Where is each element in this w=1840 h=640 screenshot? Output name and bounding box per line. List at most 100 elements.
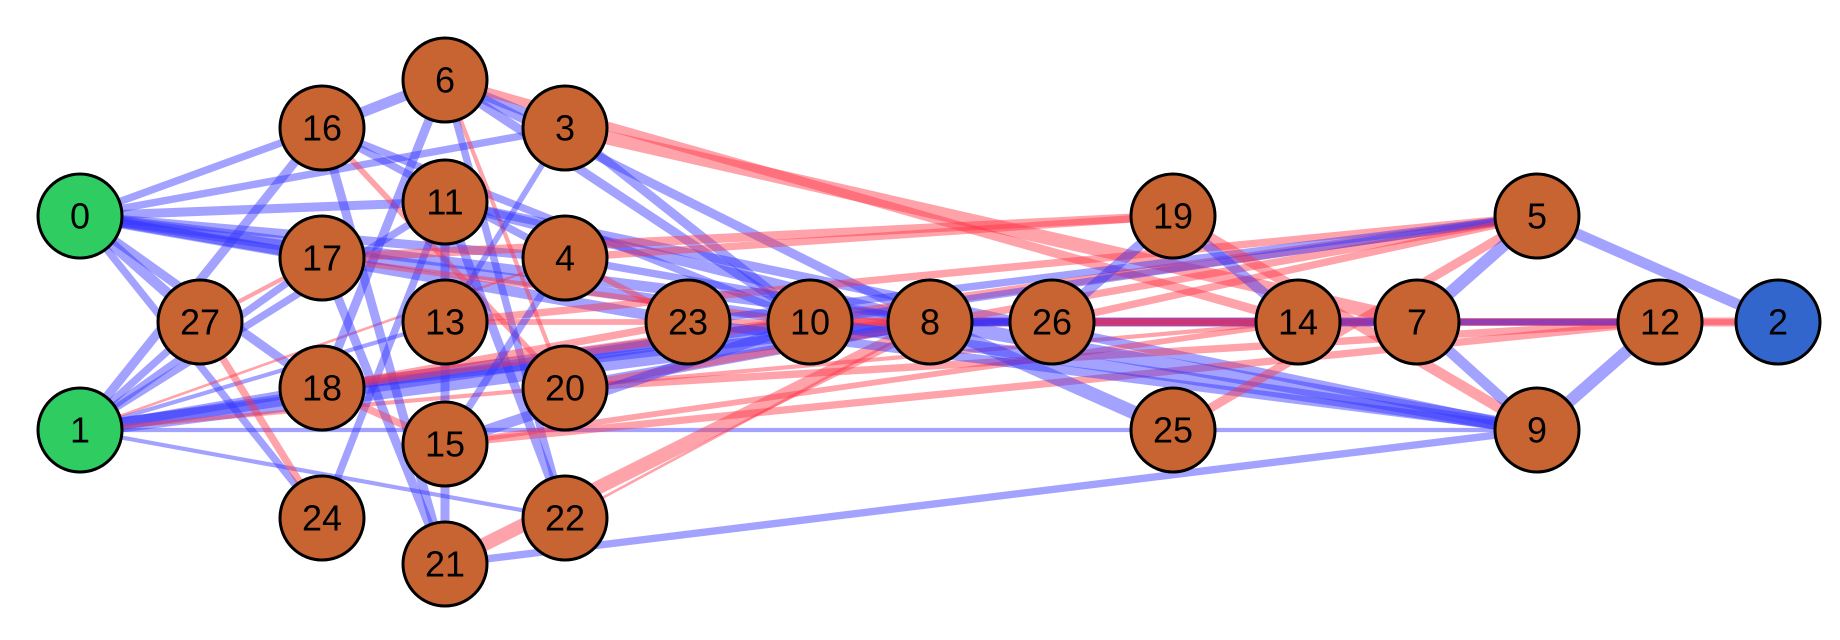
- edge-22-8: [564, 320, 931, 520]
- edge-8-25: [927, 315, 1176, 437]
- edge-1-22: [79, 427, 566, 521]
- edge-5-2: [1534, 211, 1781, 327]
- node-circle-4: [521, 214, 609, 302]
- node-label-14: 14: [1278, 302, 1318, 343]
- node-9: 9: [1493, 386, 1581, 474]
- edge-19-9: [1170, 211, 1540, 435]
- node-27: 27: [156, 278, 244, 366]
- node-circle-18: [278, 344, 366, 432]
- edge-0-3: [79, 124, 566, 220]
- edge-25-5: [1170, 212, 1540, 434]
- edge-15-10: [443, 316, 812, 450]
- edge-18-23: [321, 318, 689, 392]
- edge-0-11: [79, 197, 446, 221]
- node-label-17: 17: [302, 238, 342, 279]
- node-circle-11: [401, 158, 489, 246]
- node-20: 20: [521, 344, 609, 432]
- node-circle-16: [278, 84, 366, 172]
- edge-0-24: [77, 213, 325, 521]
- node-13: 13: [401, 278, 489, 366]
- node-2: 2: [1734, 278, 1822, 366]
- node-circle-5: [1493, 172, 1581, 260]
- node-circle-21: [401, 520, 489, 608]
- node-circle-13: [401, 278, 489, 366]
- node-label-22: 22: [545, 498, 585, 539]
- node-4: 4: [521, 214, 609, 302]
- node-label-15: 15: [425, 424, 465, 465]
- node-label-19: 19: [1153, 196, 1193, 237]
- node-0: 0: [36, 172, 124, 260]
- node-circle-9: [1493, 386, 1581, 474]
- node-circle-26: [1008, 278, 1096, 366]
- node-circle-10: [766, 278, 854, 366]
- node-18: 18: [278, 344, 366, 432]
- node-circle-2: [1734, 278, 1822, 366]
- node-circle-8: [886, 278, 974, 366]
- node-15: 15: [401, 400, 489, 488]
- node-3: 3: [521, 84, 609, 172]
- node-21: 21: [401, 520, 489, 608]
- node-22: 22: [521, 474, 609, 562]
- edge-16-21: [317, 126, 450, 566]
- edge-17-21: [317, 256, 450, 566]
- node-label-3: 3: [555, 108, 575, 149]
- edge-1-13: [79, 319, 446, 433]
- node-6: 6: [401, 36, 489, 124]
- node-label-25: 25: [1153, 410, 1193, 451]
- node-label-23: 23: [668, 302, 708, 343]
- node-circle-15: [401, 400, 489, 488]
- node-circle-20: [521, 344, 609, 432]
- node-label-21: 21: [425, 544, 465, 585]
- node-label-1: 1: [70, 410, 90, 451]
- node-label-20: 20: [545, 368, 585, 409]
- node-circle-27: [156, 278, 244, 366]
- edge-20-12: [564, 318, 1661, 392]
- edge-6-22: [441, 79, 569, 519]
- node-circle-22: [521, 474, 609, 562]
- edge-6-18: [317, 78, 450, 390]
- node-10: 10: [766, 278, 854, 366]
- node-5: 5: [1493, 172, 1581, 260]
- node-17: 17: [278, 214, 366, 302]
- node-label-2: 2: [1768, 302, 1788, 343]
- edge-16-20: [319, 126, 568, 390]
- node-1: 1: [36, 386, 124, 474]
- node-label-4: 4: [555, 238, 575, 279]
- node-label-6: 6: [435, 60, 455, 101]
- edge-26-5: [1051, 212, 1538, 326]
- node-circle-14: [1254, 278, 1342, 366]
- node-label-12: 12: [1640, 302, 1680, 343]
- node-circle-3: [521, 84, 609, 172]
- node-label-26: 26: [1032, 302, 1072, 343]
- node-circle-12: [1616, 278, 1704, 366]
- edge-11-24: [318, 200, 449, 520]
- node-label-18: 18: [302, 368, 342, 409]
- edge-4-8: [564, 254, 931, 326]
- edge-6-20: [443, 79, 567, 389]
- edge-17-19: [321, 211, 1174, 263]
- node-label-24: 24: [302, 498, 342, 539]
- node-label-11: 11: [426, 182, 463, 223]
- node-25: 25: [1129, 386, 1217, 474]
- node-label-8: 8: [920, 302, 940, 343]
- node-23: 23: [644, 278, 732, 366]
- node-circle-23: [644, 278, 732, 366]
- edge-4-19: [564, 212, 1174, 262]
- node-circle-7: [1373, 278, 1461, 366]
- node-label-5: 5: [1527, 196, 1547, 237]
- node-label-13: 13: [425, 302, 465, 343]
- edge-13-5: [444, 212, 1538, 326]
- node-26: 26: [1008, 278, 1096, 366]
- node-circle-6: [401, 36, 489, 124]
- edge-6-10: [442, 76, 813, 326]
- node-label-0: 0: [70, 196, 90, 237]
- edge-3-10: [562, 124, 813, 326]
- edge-1-4: [79, 256, 566, 432]
- edge-20-8: [564, 316, 931, 394]
- edge-11-8: [443, 196, 932, 328]
- node-11: 11: [401, 158, 489, 246]
- node-label-27: 27: [180, 302, 220, 343]
- edge-11-9: [444, 197, 1538, 435]
